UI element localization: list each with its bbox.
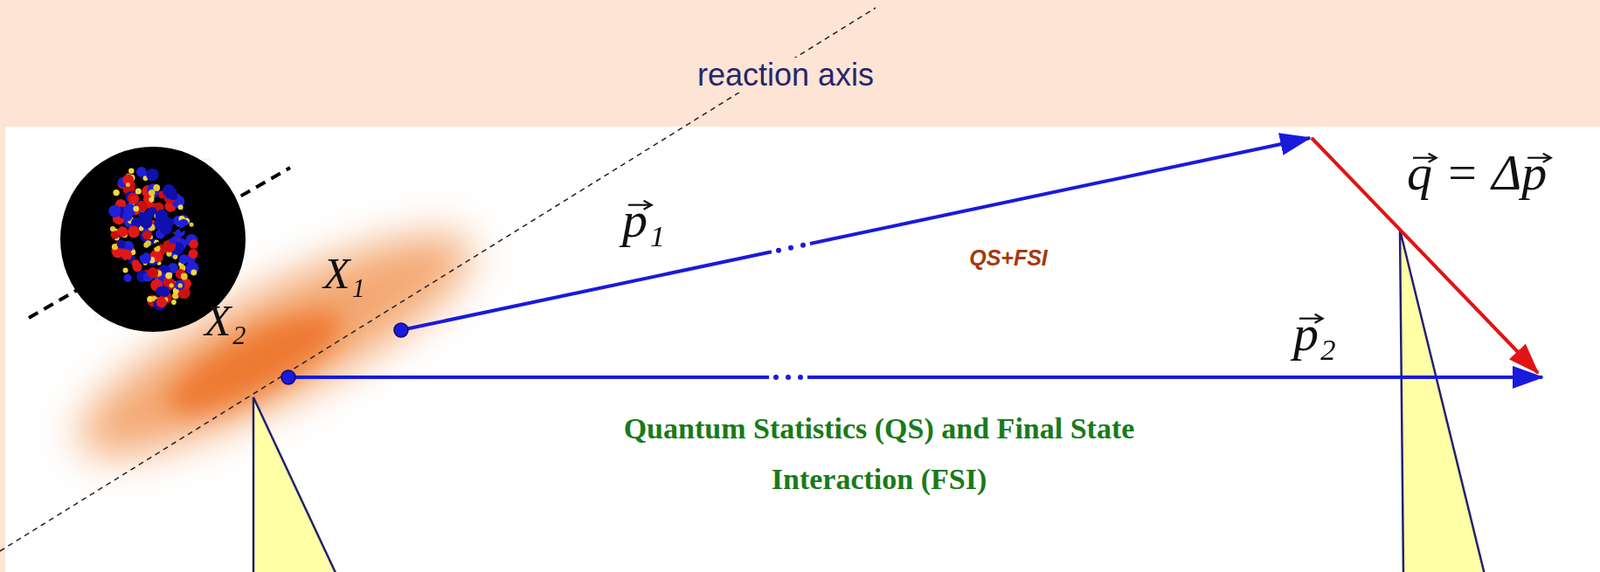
nucleon-dot [189,222,194,228]
break-dot [797,374,804,381]
effect-note: Quantum Statistics (QS) and Final State … [599,403,1159,506]
arrow-break [768,374,808,382]
nucleon-dot [117,226,128,237]
nucleon-dot [140,217,153,230]
nucleon-dot [121,249,133,262]
nucleon-dot [130,194,139,204]
nucleon-dot [146,168,160,181]
nucleon-dot [159,286,170,298]
nucleon-dot [127,226,140,239]
callout-wedge [1399,229,1485,572]
nucleon-dot [162,184,175,197]
momentum-label: p₂ [1293,305,1337,362]
momentum-arrow [288,375,1543,380]
nucleon-dot [110,226,116,232]
nucleon-dot [135,188,142,195]
nucleon-dot [131,259,140,268]
nucleon-dot [173,255,178,260]
nucleon-dot [179,254,189,264]
nucleon-dot [147,183,160,196]
break-dot [785,374,791,381]
nucleon-dot [123,268,129,274]
nucleon-dot [147,267,160,279]
break-dot [773,374,779,381]
nucleon-dot [145,240,152,247]
nucleon-dot [165,272,173,280]
nucleon-dot [132,206,139,213]
emission-point [281,370,296,385]
point-label: X₂ [204,297,247,346]
break-dot [788,245,794,251]
point-label: X₁ [323,249,366,298]
emission-point [394,323,409,338]
nucleon-dot [148,189,156,197]
break-dot [800,242,806,249]
callout-wedge [253,397,337,572]
momentum-label: p₁ [622,192,665,249]
nucleon-dot [174,280,186,291]
nucleon-dot [180,273,188,281]
effect-label: QS+FSI [969,246,1048,271]
nucleon-dot [188,249,199,259]
nucleon-dot [112,189,119,196]
break-dot [775,248,782,254]
nucleon-dot [155,209,169,223]
momentum-arrow [401,138,1310,331]
nucleon-dot [108,205,121,218]
nucleon-dot [127,193,139,205]
nucleon-dot [169,283,174,288]
panel [5,126,1600,572]
nucleon-dot [188,239,199,250]
nucleon-dot [124,274,132,283]
nucleon-dot [152,184,160,192]
nucleus-particles [108,166,199,312]
nucleon-dot [117,240,126,250]
nucleon-dot [154,253,164,263]
momentum-difference-label: q = Δp [1406,145,1547,201]
nucleon-dot [190,270,197,277]
nucleon-dot [186,262,200,276]
nucleon-dot [178,204,184,210]
beam-axis [28,167,291,319]
nucleon-dot [125,182,131,188]
nucleon-dot [156,297,167,308]
axis-label: reaction axis [692,57,880,93]
nucleon-dot [128,168,134,174]
nucleon-dot [136,166,147,178]
nucleon-dot [171,299,177,305]
nucleon-dot [178,283,183,288]
nucleon-dot [142,230,153,241]
nucleon-dot [148,197,154,203]
header-band [0,0,1600,127]
